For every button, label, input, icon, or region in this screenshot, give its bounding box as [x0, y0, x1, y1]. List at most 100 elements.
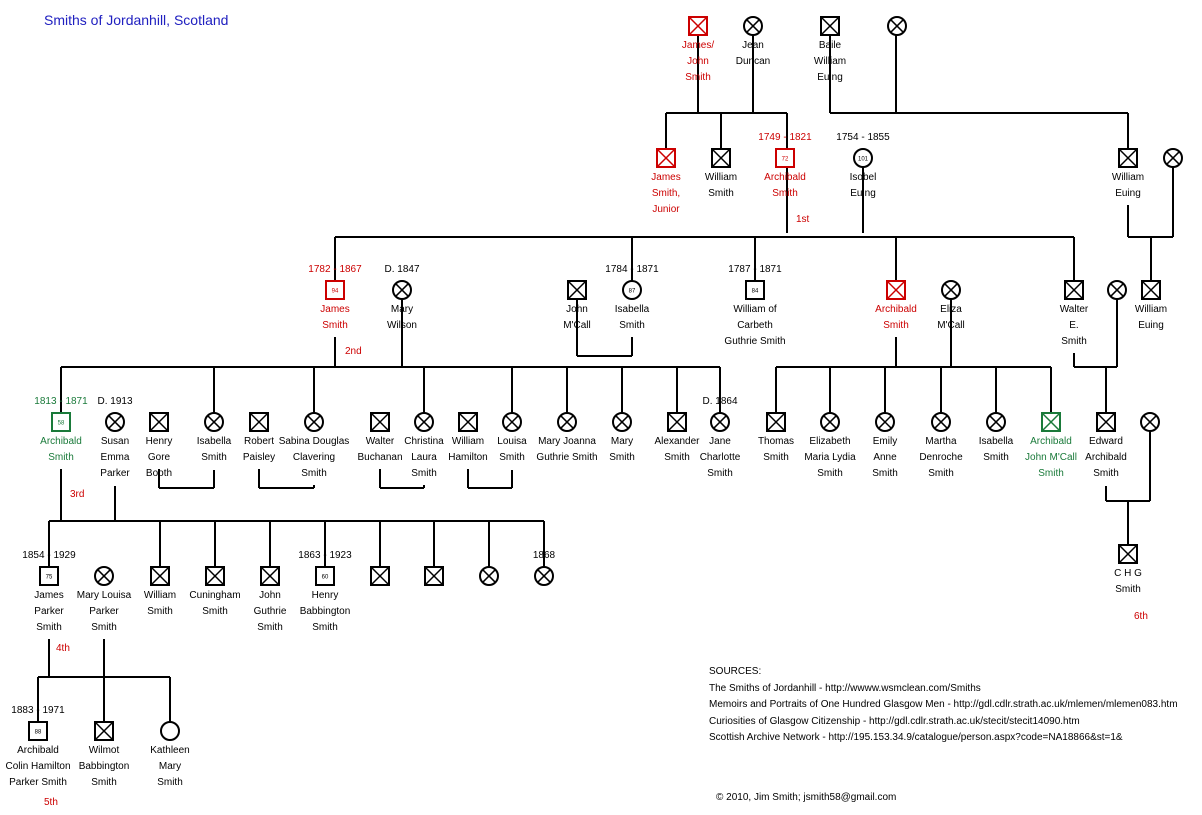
- person-dates: 1784 - 1871: [605, 264, 659, 275]
- page-title: Smiths of Jordanhill, Scotland: [44, 12, 229, 28]
- person-name: Archibald Smith: [764, 172, 806, 199]
- female-circle-icon: [502, 412, 522, 432]
- person-name: Wilmot Babbington Smith: [78, 745, 130, 788]
- person-dates: 1813 - 1871: [34, 396, 88, 407]
- person-name: William Hamilton: [448, 436, 488, 463]
- source-item: The Smiths of Jordanhill - http://wwww.w…: [709, 682, 981, 694]
- male-square-icon: 84: [745, 280, 765, 300]
- generation-label-1st: 1st: [796, 214, 810, 225]
- person-name: Robert Paisley: [242, 436, 276, 463]
- person-dates: D. 1864: [702, 396, 738, 407]
- person-badge-number: 88: [35, 730, 42, 736]
- male-square-icon: [1096, 412, 1116, 432]
- person-name: Emily Anne Smith: [872, 436, 898, 479]
- person-name: Mary Joanna Guthrie Smith: [536, 436, 598, 463]
- male-square-icon: [1141, 280, 1161, 300]
- male-square-icon: [667, 412, 687, 432]
- female-circle-icon: [612, 412, 632, 432]
- person-name: Martha Denroche Smith: [919, 436, 963, 479]
- male-square-icon: [458, 412, 478, 432]
- male-square-icon: 94: [325, 280, 345, 300]
- person-name: Archibald John M'Call Smith: [1025, 436, 1077, 479]
- person-name: Thomas Smith: [757, 436, 795, 463]
- person-name: William Euing: [1134, 304, 1168, 331]
- female-circle-icon: [743, 16, 763, 36]
- person-name: Walter Buchanan: [357, 436, 403, 463]
- source-item: Curiosities of Glasgow Citizenship - htt…: [709, 715, 1080, 727]
- female-circle-icon: [941, 280, 961, 300]
- male-square-icon: [656, 148, 676, 168]
- male-square-icon: 60: [315, 566, 335, 586]
- person-name: John M'Call: [563, 304, 591, 331]
- male-square-icon: [688, 16, 708, 36]
- generation-label-5th: 5th: [44, 797, 58, 808]
- person-name: James Smith, Junior: [651, 172, 681, 215]
- person-name: James/ John Smith: [681, 40, 715, 83]
- person-name: Alexander Smith: [654, 436, 700, 463]
- female-circle-icon: [414, 412, 434, 432]
- female-circle-icon: [557, 412, 577, 432]
- female-circle-icon: [304, 412, 324, 432]
- person-name: Isobel Euing: [849, 172, 877, 199]
- female-circle-icon: [204, 412, 224, 432]
- male-square-icon: [1041, 412, 1061, 432]
- female-circle-icon: [875, 412, 895, 432]
- person-dates: 1883 - 1971: [11, 705, 65, 716]
- male-square-icon: 72: [775, 148, 795, 168]
- female-circle-icon: [479, 566, 499, 586]
- person-name: John Guthrie Smith: [253, 590, 287, 633]
- person-badge-number: 75: [46, 575, 53, 581]
- female-circle-icon: [710, 412, 730, 432]
- person-name: Henry Gore Booth: [145, 436, 173, 479]
- female-circle-icon: 87: [622, 280, 642, 300]
- person-dates: 1754 - 1855: [836, 132, 890, 143]
- person-name: Jean Duncan: [735, 40, 771, 67]
- person-dates: 1787 - 1871: [728, 264, 782, 275]
- female-circle-icon: [986, 412, 1006, 432]
- male-square-icon: [1064, 280, 1084, 300]
- person-dates: D. 1847: [384, 264, 420, 275]
- person-name: Mary Louisa Parker Smith: [76, 590, 132, 633]
- person-badge-number: 84: [752, 289, 759, 295]
- person-name: Susan Emma Parker: [100, 436, 130, 479]
- person-name: Isabella Smith: [614, 304, 650, 331]
- female-circle-icon: [392, 280, 412, 300]
- source-item: Scottish Archive Network - http://195.15…: [709, 732, 1123, 743]
- female-circle-icon: [931, 412, 951, 432]
- person-badge-number: 72: [782, 157, 789, 163]
- person-badge-number: 60: [322, 575, 329, 581]
- person-name: Henry Babbington Smith: [299, 590, 351, 633]
- person-name: William of Carbeth Guthrie Smith: [724, 304, 786, 347]
- person-name: Sabina Douglas Clavering Smith: [278, 436, 350, 479]
- sources-block: SOURCES: The Smiths of Jordanhill - http…: [709, 664, 1178, 747]
- male-square-icon: 75: [39, 566, 59, 586]
- male-square-icon: [766, 412, 786, 432]
- source-item: Memoirs and Portraits of One Hundred Gla…: [709, 699, 1178, 710]
- female-circle-icon: [887, 16, 907, 36]
- person-name: Jane Charlotte Smith: [699, 436, 741, 479]
- person-dates: 1782 - 1867: [308, 264, 362, 275]
- person-dates: 1863 - 1923: [298, 550, 352, 561]
- person-name: Christina Laura Smith: [404, 436, 444, 479]
- male-square-icon: [370, 566, 390, 586]
- person-name: Archibald Colin Hamilton Parker Smith: [5, 745, 71, 788]
- person-name: James Parker Smith: [34, 590, 64, 633]
- female-circle-icon: [534, 566, 554, 586]
- female-circle-icon: 101: [853, 148, 873, 168]
- male-square-icon: [1118, 544, 1138, 564]
- person-name: Kathleen Mary Smith: [150, 745, 190, 788]
- person-badge-number: 94: [332, 289, 339, 295]
- male-square-icon: 88: [28, 721, 48, 741]
- person-name: William Euing: [1111, 172, 1145, 199]
- person-name: Archibald Smith: [875, 304, 917, 331]
- male-square-icon: [820, 16, 840, 36]
- male-square-icon: [205, 566, 225, 586]
- male-square-icon: [249, 412, 269, 432]
- person-name: Edward Archibald Smith: [1085, 436, 1127, 479]
- person-badge-number: 101: [858, 157, 869, 163]
- person-dates: 1854 - 1929: [22, 550, 76, 561]
- person-name: James Smith: [320, 304, 350, 331]
- sources-heading: SOURCES:: [709, 666, 762, 677]
